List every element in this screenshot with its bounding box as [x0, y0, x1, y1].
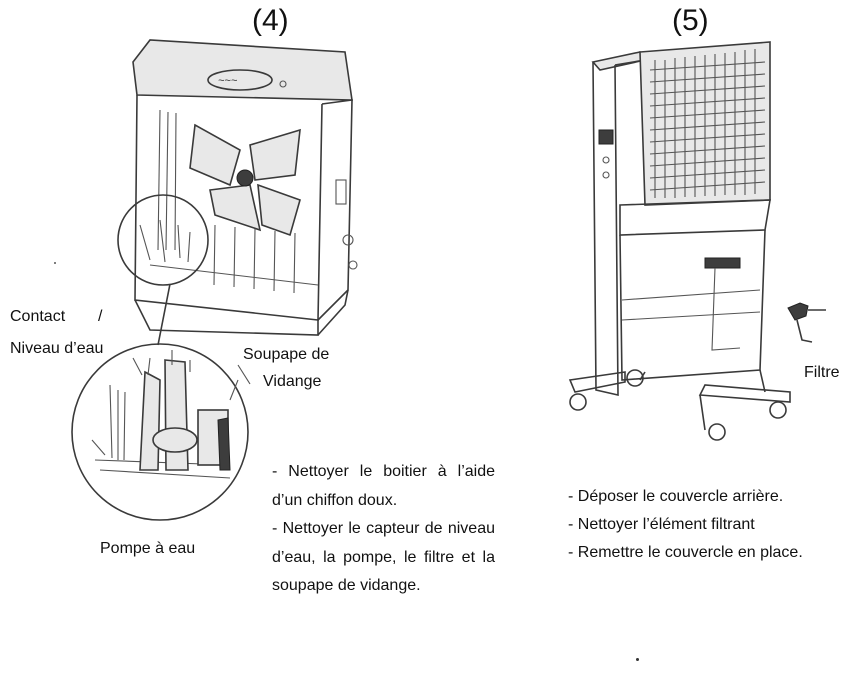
label-slash: / — [98, 308, 103, 325]
pump-shape — [152, 427, 198, 453]
step-4-instruction-2: - Nettoyer le capteur de niveau d’eau, l… — [272, 520, 495, 594]
step-5-instruction-3: - Remettre le couvercle en place. — [568, 544, 803, 561]
zoom-source-circle — [117, 194, 209, 286]
base-leg-left — [568, 371, 626, 393]
zoom-detail-circle — [71, 343, 249, 521]
zoom-connector-line — [157, 283, 171, 346]
wheel-2 — [626, 369, 644, 387]
wheel-4 — [769, 401, 787, 419]
label-soupape: Soupape de — [243, 346, 330, 363]
wheel-3 — [708, 423, 726, 441]
step-4-instructions: - Nettoyer le boitier à l’aide d’un chif… — [272, 458, 495, 601]
fan-blade-4 — [257, 183, 301, 237]
step-5-instruction-1: - Déposer le couvercle arrière. — [568, 488, 784, 505]
fan-blade-3 — [209, 184, 262, 232]
fan-hub — [236, 169, 254, 187]
label-filtre: Filtre — [804, 364, 840, 381]
wheel-1 — [569, 393, 587, 411]
step-5-instruction-2: - Nettoyer l’élément filtrant — [568, 516, 755, 533]
pointer-soupape — [237, 364, 251, 385]
label-contact: Contact — [10, 308, 66, 325]
filter-part-stem — [796, 309, 826, 343]
step-5-instructions: - Déposer le couvercle arrière. - Nettoy… — [568, 483, 858, 567]
label-pompe: Pompe à eau — [100, 540, 196, 557]
pointer-contact — [132, 357, 143, 376]
rear-cover-latch — [704, 257, 741, 269]
brand-logo-shape — [207, 69, 273, 91]
grille-mesh — [649, 49, 766, 198]
step-4-number: (4) — [252, 4, 289, 37]
step-4-instruction-1: - Nettoyer le boitier à l’aide d’un chif… — [272, 463, 495, 509]
fan-blade-1 — [189, 123, 241, 187]
fan-blade-2 — [249, 128, 301, 181]
label-vidange: Vidange — [263, 373, 322, 390]
step-5-number: (5) — [672, 4, 709, 37]
scan-speck — [636, 658, 639, 661]
control-panel — [598, 129, 614, 145]
filter-part — [787, 302, 809, 321]
cooler-body-front — [134, 94, 323, 321]
label-niveau-eau: Niveau d’eau — [10, 340, 104, 357]
base-leg-right — [698, 384, 791, 403]
brand-logo-mark: ~~~ — [218, 75, 238, 87]
scan-speck — [54, 262, 56, 264]
